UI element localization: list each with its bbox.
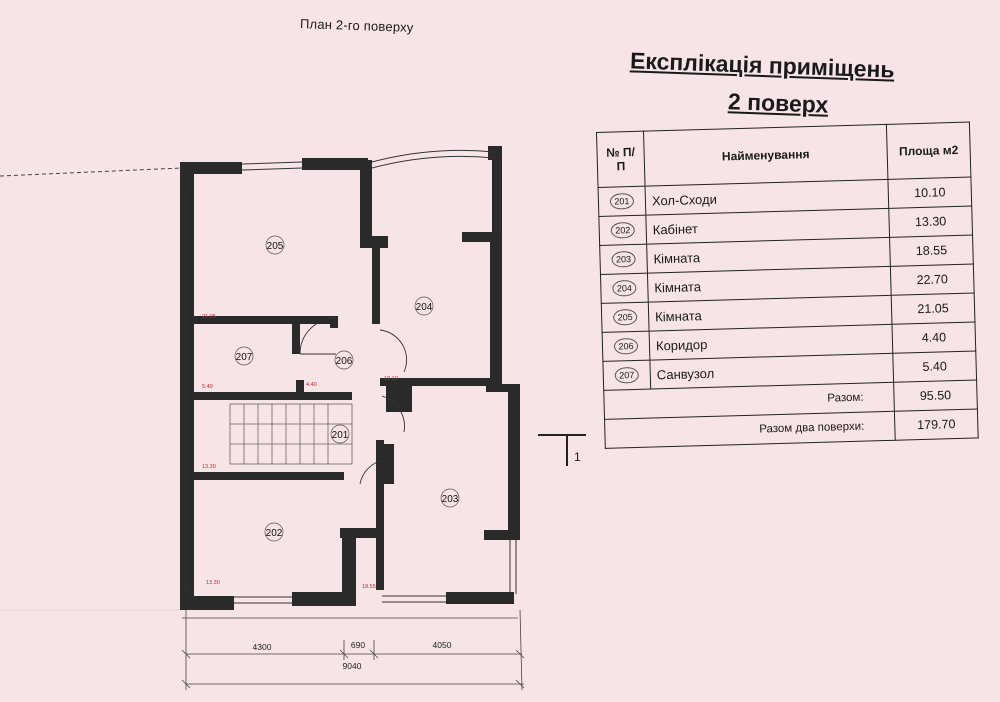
row-area: 13.30 [888, 206, 973, 238]
staircase [229, 403, 353, 465]
dimension-lines [181, 609, 525, 691]
dimension-4050: 4050 [433, 640, 452, 650]
explication-subtitle: 2 поверх [727, 88, 829, 118]
door-swings [299, 317, 408, 485]
room-label-204: 204 [416, 302, 433, 313]
area-mark-207: 5.40 [202, 384, 213, 390]
section-mark-tick [566, 434, 568, 466]
section-label: 1 [574, 450, 581, 464]
area-mark-205: 21.05 [202, 314, 216, 320]
explication-table: № П/П Найменування Площа м2 201 Хол-Сход… [596, 122, 979, 449]
total-value: 95.50 [893, 379, 978, 412]
dimension-9040: 9040 [343, 661, 362, 671]
room-label-203: 203 [442, 494, 459, 505]
header-num: № П/П [596, 131, 646, 188]
row-area: 21.05 [891, 293, 975, 325]
room-label-206: 206 [336, 356, 353, 367]
area-mark-203: 18.55 [362, 584, 376, 590]
area-mark-202b: 13.30 [206, 580, 220, 586]
header-area: Площа м2 [886, 122, 971, 180]
room-label-205: 205 [267, 241, 284, 252]
row-area: 4.40 [891, 321, 976, 354]
windows [185, 149, 517, 604]
dashed-guideline [0, 167, 183, 177]
row-num: 205 [601, 302, 650, 333]
room-label-202: 202 [266, 528, 283, 539]
row-num: 203 [599, 244, 648, 275]
explication-table-wrap: № П/П Найменування Площа м2 201 Хол-Сход… [596, 122, 979, 449]
grand-total-value: 179.70 [894, 408, 979, 441]
row-area: 5.40 [892, 350, 977, 383]
area-mark-202: 13.30 [202, 464, 216, 470]
area-mark-201: 10.10 [384, 376, 398, 382]
row-num: 204 [600, 273, 649, 304]
row-area: 18.55 [889, 235, 974, 267]
area-mark-206: 4.40 [306, 382, 317, 388]
dimension-4300: 4300 [253, 642, 272, 652]
header-name: Найменування [643, 124, 888, 187]
plan-walls [180, 146, 520, 610]
section-mark-line [538, 434, 586, 436]
row-num: 207 [602, 360, 651, 391]
row-area: 22.70 [890, 264, 975, 296]
room-label-201: 201 [332, 430, 349, 441]
room-labels: 205 204 207 206 201 203 202 [234, 235, 460, 542]
dimension-690: 690 [351, 640, 365, 650]
area-marks: 21.05 5.40 4.40 10.10 13.30 13.30 18.55 [202, 314, 398, 590]
row-num: 201 [598, 186, 646, 217]
room-label-207: 207 [236, 352, 253, 363]
row-num: 206 [602, 331, 650, 362]
row-area: 10.10 [887, 177, 972, 209]
row-num: 202 [598, 215, 647, 246]
